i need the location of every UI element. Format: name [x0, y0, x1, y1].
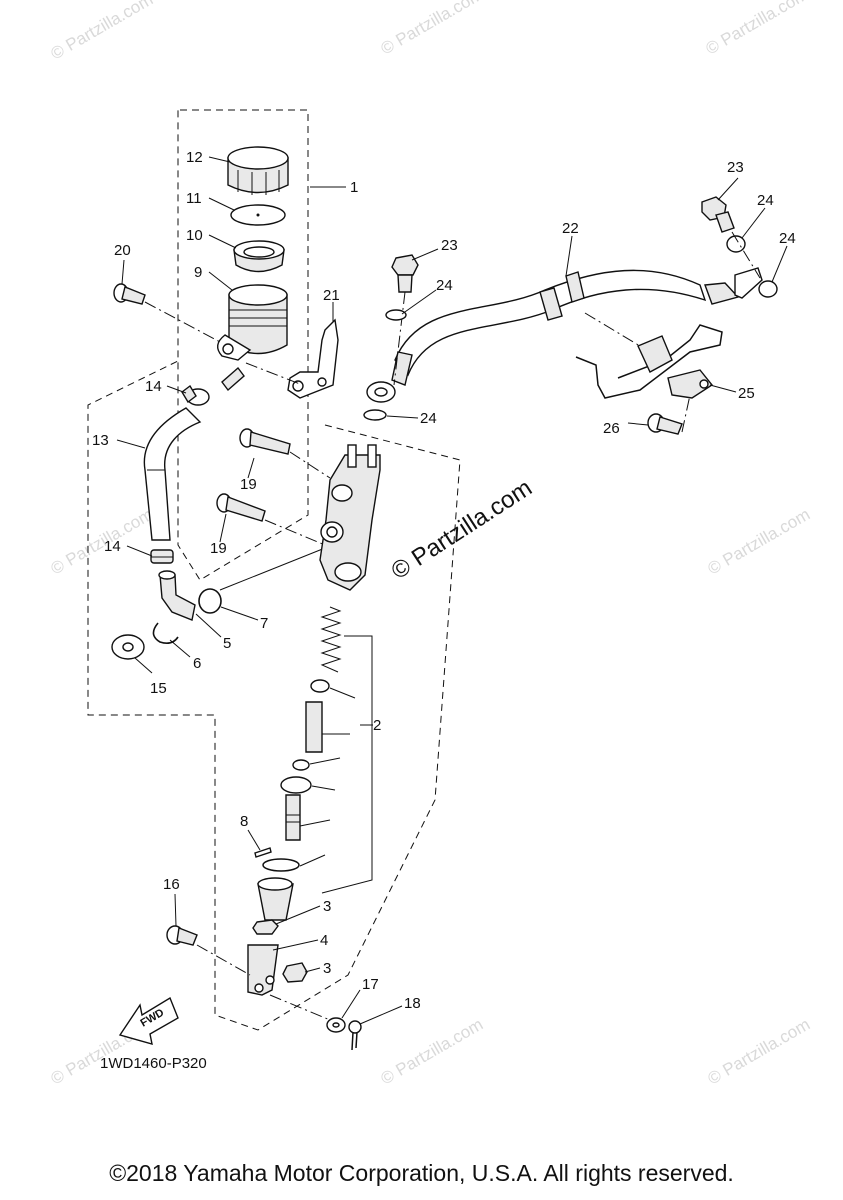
callout-17: 17 [362, 976, 379, 993]
watermark-text: © Partzilla.com [705, 1015, 814, 1089]
leader-line [731, 231, 761, 279]
master-cylinder-body [319, 444, 381, 591]
callout-24a: 24 [436, 277, 453, 294]
cotter-pin-18 [348, 1020, 362, 1051]
clevis-4 [247, 944, 279, 996]
watermark-text: © Partzilla.com [378, 0, 487, 58]
callout-8: 8 [240, 813, 248, 830]
bracket-21 [245, 318, 339, 399]
callout-5: 5 [223, 635, 231, 652]
callout-16: 16 [163, 876, 180, 893]
banjo-fitting-upper [734, 267, 763, 299]
dust-boot [257, 877, 294, 921]
callout-24c: 24 [757, 192, 774, 209]
leader-line [219, 547, 326, 591]
watermark-text: © Partzilla.com [703, 0, 812, 58]
union-bolt-23-lower [391, 254, 419, 386]
callout-23b: 23 [727, 159, 744, 176]
callout-19a: 19 [240, 476, 257, 493]
union-bolt-23-upper [701, 196, 735, 233]
callout-25: 25 [738, 385, 755, 402]
washer-24-c [726, 235, 746, 253]
nut-3-upper [252, 919, 279, 935]
fwd-arrow-icon: FWD [118, 996, 179, 1045]
callout-10: 10 [186, 227, 203, 244]
hose-clamp-14-upper [181, 384, 210, 406]
callout-23a: 23 [441, 237, 458, 254]
callout-19b: 19 [210, 540, 227, 557]
reservoir-group-outline [177, 109, 309, 581]
watermark-text: © Partzilla.com [48, 505, 157, 579]
callout-26: 26 [603, 420, 620, 437]
callout-3b: 3 [323, 960, 331, 977]
reservoir-cap-12 [227, 146, 289, 195]
diagram-code: 1WD1460-P320 [100, 1055, 207, 1072]
callout-14b: 14 [104, 538, 121, 555]
group-2-tick [309, 757, 341, 765]
hose-clamp-14-lower [150, 549, 174, 564]
clevis-pin-16 [166, 925, 251, 976]
callout-4: 4 [320, 932, 328, 949]
circlip-6 [152, 622, 179, 644]
callout-12: 12 [186, 149, 203, 166]
diaphragm-plate-11 [230, 204, 286, 226]
nut-3-lower [282, 962, 308, 983]
washer-24-a [385, 309, 407, 321]
callout-18: 18 [404, 995, 421, 1012]
reservoir-hose-13 [143, 407, 202, 541]
callout-leaders [116, 156, 788, 1025]
callout-2: 2 [373, 717, 381, 734]
bolt-19-lower [216, 493, 326, 546]
callout-13: 13 [92, 432, 109, 449]
washer-24-d [758, 280, 778, 298]
bolt-20 [113, 283, 223, 344]
callout-21: 21 [323, 287, 340, 304]
bolt-26 [647, 394, 691, 435]
watermark-text: © Partzilla.com [48, 0, 157, 63]
callout-20: 20 [114, 242, 131, 259]
callout-15: 15 [150, 680, 167, 697]
callout-6: 6 [193, 655, 201, 672]
callout-labels: 1 2 3 3 4 5 6 7 8 9 10 11 12 13 14 14 15… [92, 149, 796, 1012]
group-2-tick [299, 854, 326, 867]
callout-24b: 24 [420, 410, 437, 427]
group-2-tick [299, 819, 331, 827]
hose-guide-25 [575, 324, 723, 399]
cylinder-group-outline [87, 359, 461, 1031]
watermark-text: © Partzilla.com [378, 1015, 487, 1089]
callout-7: 7 [260, 615, 268, 632]
piston-kit-2 [262, 606, 342, 872]
washer-15 [111, 634, 145, 660]
reservoir-9 [217, 284, 288, 392]
copyright-notice: ©2018 Yamaha Motor Corporation, U.S.A. A… [109, 1160, 734, 1186]
watermark-text: © Partzilla.com [705, 505, 814, 579]
callout-24d: 24 [779, 230, 796, 247]
callout-1: 1 [350, 179, 358, 196]
callout-9: 9 [194, 264, 202, 281]
washer-24-b [363, 409, 387, 421]
hose-joint-5 [158, 570, 196, 621]
bolt-19-upper [239, 428, 331, 479]
group-2-bracket [321, 635, 373, 894]
group-2-tick [311, 785, 336, 791]
o-ring-7 [198, 588, 222, 614]
callout-14a: 14 [145, 378, 162, 395]
diaphragm-10 [233, 240, 285, 273]
callout-3a: 3 [323, 898, 331, 915]
center-watermark: © Partzilla.com [387, 474, 537, 585]
pin-8 [254, 847, 272, 858]
callout-22: 22 [562, 220, 579, 237]
banjo-fitting-lower [366, 381, 396, 403]
group-2-tick [329, 687, 356, 699]
washer-17 [269, 994, 346, 1033]
callout-11: 11 [186, 190, 202, 207]
